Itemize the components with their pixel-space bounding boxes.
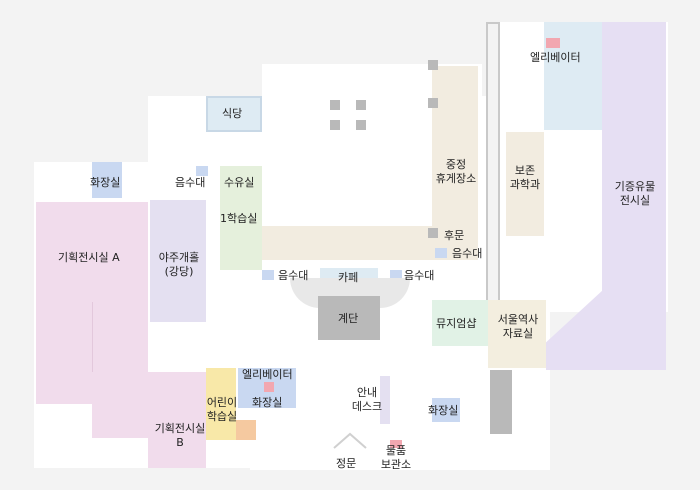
cafeteria-label: 식당	[222, 107, 243, 120]
stairs-label: 계단	[338, 312, 359, 325]
museum-shop-room[interactable]	[432, 300, 488, 346]
stairs-room[interactable]	[318, 296, 380, 340]
restroom-bottom-left-label: 화장실	[252, 396, 283, 409]
restroom-bottom-right-room[interactable]	[432, 398, 460, 422]
pillar	[356, 120, 366, 130]
gray-block	[490, 370, 512, 434]
restroom-bottom-right-label: 화장실	[428, 404, 459, 417]
kids-learning-orange	[236, 420, 256, 440]
cafeteria-room[interactable]	[206, 96, 262, 132]
seoul-archive-room[interactable]	[488, 300, 546, 368]
cloakroom-label: 물품 보관소	[380, 444, 412, 471]
water-right-label: 음수대	[452, 247, 483, 260]
central-lounge-room[interactable]	[432, 66, 478, 244]
special-exhibit-a-label: 기획전시실 A	[58, 251, 120, 264]
water-top-left-marker	[196, 166, 208, 176]
seoul-archive-label: 서울역사 자료실	[497, 313, 539, 340]
nursing-room-label: 수유실	[224, 176, 255, 189]
concert-hall-room[interactable]	[150, 200, 206, 322]
special-exhibit-b-upper	[92, 372, 152, 438]
cafe-label: 카페	[338, 271, 359, 284]
conservation-lab-room[interactable]	[506, 132, 544, 236]
cloakroom-marker	[390, 440, 402, 448]
donation-gallery-label: 기증유물 전시실	[614, 180, 656, 207]
restroom-top-left-label: 화장실	[90, 176, 121, 189]
water-mid-right-label: 음수대	[404, 269, 435, 282]
pillar	[330, 120, 340, 130]
elevator-top-marker	[546, 38, 560, 48]
pillar	[330, 100, 340, 110]
pillar	[428, 98, 438, 108]
kids-learning-room[interactable]	[206, 368, 236, 440]
main-gate-label: 정문	[336, 457, 357, 470]
water-mid-left-marker	[262, 270, 274, 280]
restroom-top-left-room[interactable]	[92, 162, 122, 198]
info-desk-room[interactable]	[380, 376, 390, 424]
kids-learning-room-label: 어린이 학습실	[206, 396, 238, 423]
concert-hall-label: 야주개홀 (강당)	[158, 251, 200, 278]
elevator-bottom-label: 엘리베이터	[242, 368, 293, 381]
info-desk-label: 안내 데스크	[351, 386, 383, 413]
pillar	[428, 228, 438, 238]
water-mid-left-label: 음수대	[278, 269, 309, 282]
learning-room-1-label: 1학습실	[220, 212, 258, 225]
special-exhibit-b-label: 기획전시실 B	[154, 422, 206, 449]
central-lounge-label: 중정 휴게장소	[435, 158, 477, 185]
elevator-bottom-marker	[264, 382, 274, 392]
right-outer-wall	[486, 22, 500, 312]
water-top-left-label: 음수대	[175, 176, 206, 189]
learning-room-1-room[interactable]	[220, 166, 262, 270]
water-right-marker	[435, 248, 447, 258]
water-mid-right-marker	[390, 270, 402, 280]
pillar	[356, 100, 366, 110]
pillar	[428, 60, 438, 70]
museum-shop-label: 뮤지엄샵	[436, 317, 477, 330]
special-exhibit-b-room[interactable]	[148, 372, 206, 468]
main-gate-icon	[333, 432, 367, 449]
back-gate-label: 후문	[444, 229, 465, 242]
conservation-lab-label: 보존 과학과	[509, 164, 541, 191]
elevator-top-label: 엘리베이터	[530, 51, 581, 64]
